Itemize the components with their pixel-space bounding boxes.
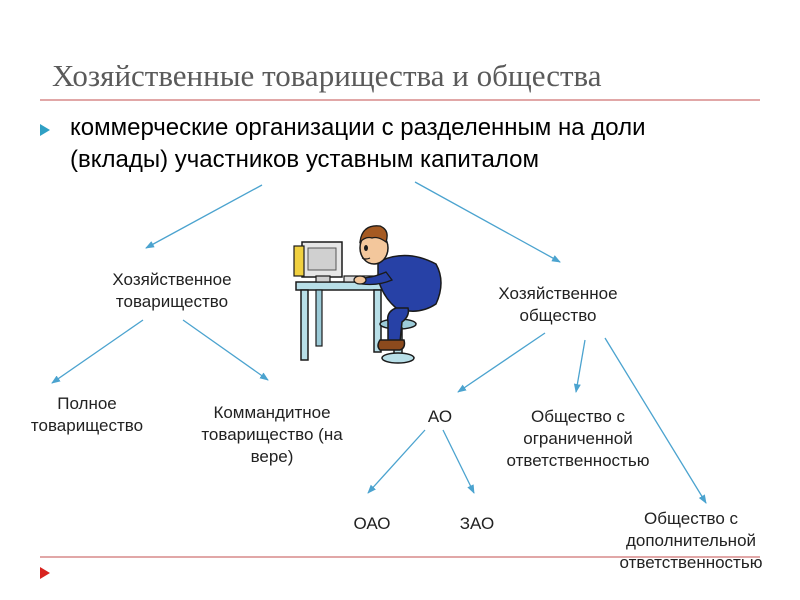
arrow-root-to-company	[414, 181, 561, 263]
node-alc: Общество с дополнительной ответственност…	[619, 509, 763, 572]
arrow-company-to-jsc	[457, 332, 546, 393]
arrow-jsc-to-cjsc	[442, 429, 475, 494]
arrow-company-to-alc	[604, 337, 707, 504]
node-llc: Общество с ограниченной ответственностью	[506, 407, 650, 470]
definition-bullet: коммерческие организации с разделенным н…	[70, 114, 646, 173]
arrow-jsc-to-ojsc	[367, 429, 426, 494]
node-partnership: Хозяйственное товарищество	[112, 270, 232, 311]
node-full-partnership: Полное товарищество	[30, 394, 144, 435]
node-ojsc: ОАО	[353, 514, 391, 533]
bullet-arrow-icon	[40, 124, 50, 136]
arrow-partnership-to-limited	[182, 319, 269, 381]
next-slide-arrow-icon[interactable]	[40, 567, 50, 579]
node-company: Хозяйственное общество	[498, 284, 618, 325]
arrow-root-to-partnership	[145, 184, 263, 249]
node-cjsc: ЗАО	[459, 514, 495, 533]
arrow-partnership-to-full	[51, 319, 144, 384]
node-jsc: АО	[427, 407, 453, 426]
slide-title: Хозяйственные товарищества и общества	[52, 58, 602, 93]
title-divider	[40, 99, 760, 101]
node-limited-partnership: Коммандитное товарищество (на вере)	[201, 403, 343, 466]
footer-divider	[40, 556, 760, 558]
person-at-computer-illustration	[293, 225, 442, 364]
arrow-company-to-llc	[573, 339, 586, 393]
